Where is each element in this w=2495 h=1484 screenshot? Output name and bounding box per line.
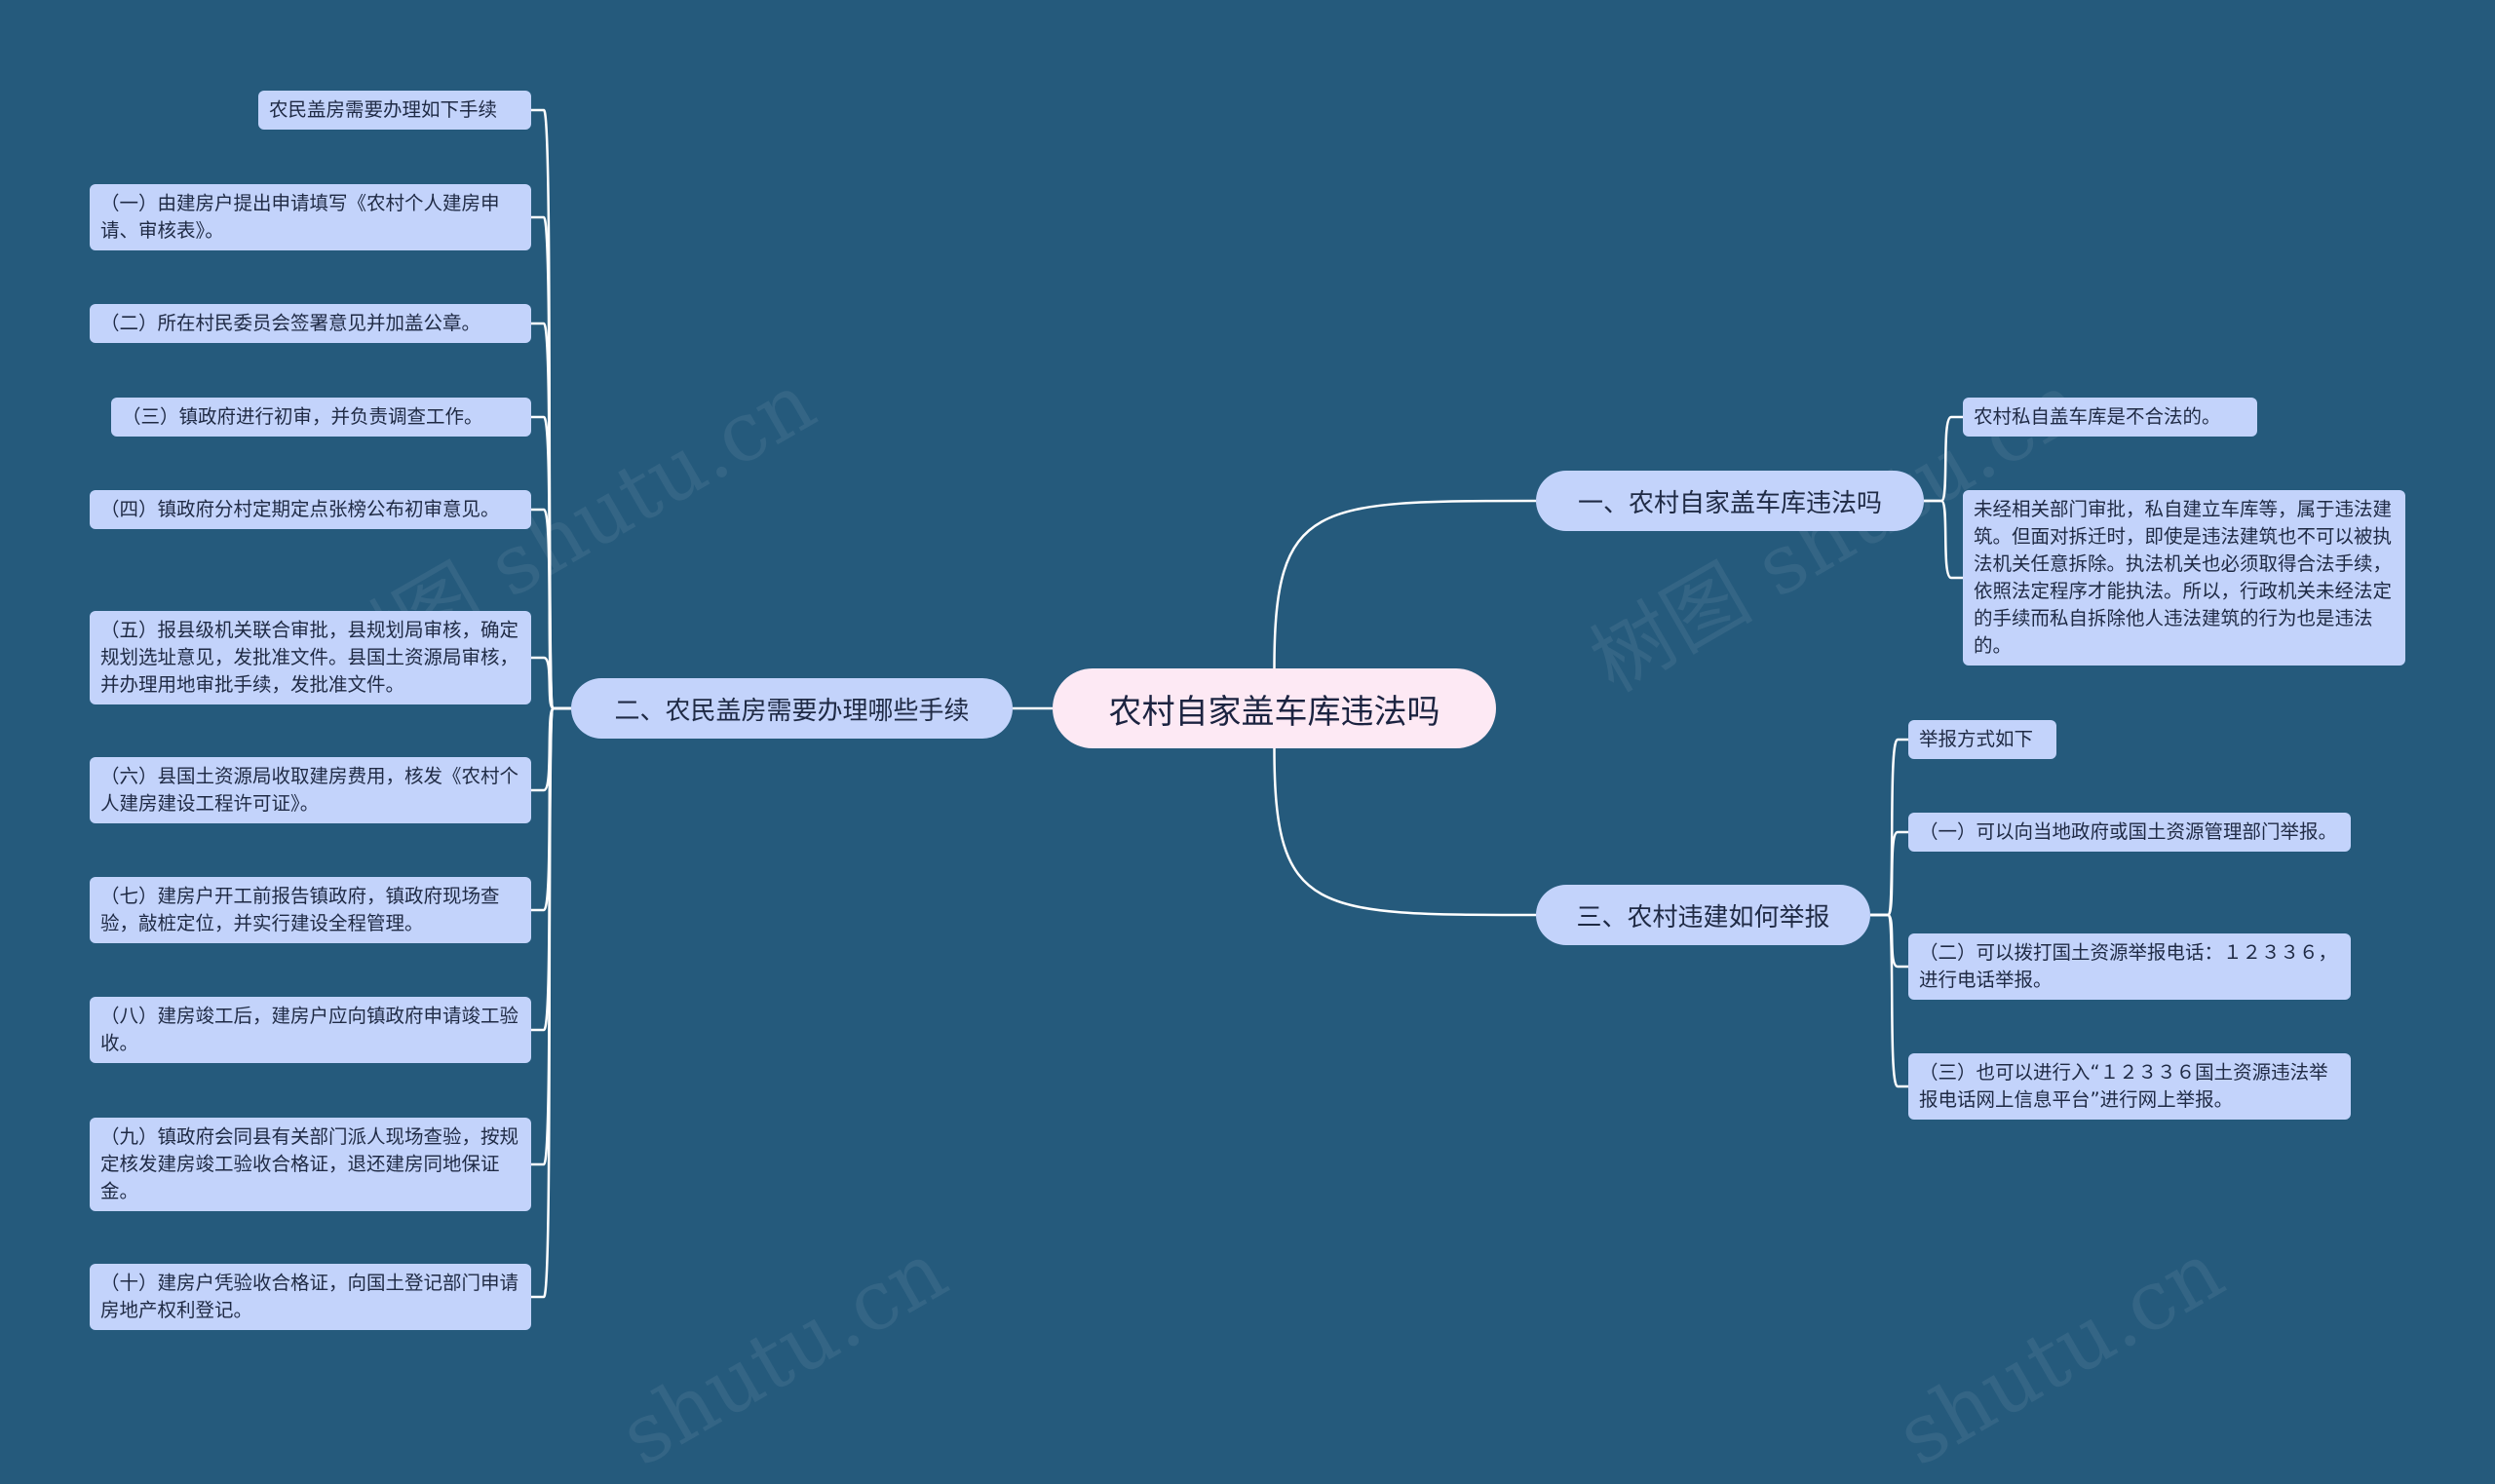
- branch-report[interactable]: 三、农村违建如何举报: [1536, 885, 1870, 945]
- leaf-procedures-2[interactable]: （二）所在村民委员会签署意见并加盖公章。: [90, 304, 531, 343]
- root-topic[interactable]: 农村自家盖车库违法吗: [1053, 668, 1496, 748]
- leaf-report-3[interactable]: （二）可以拨打国土资源举报电话：１２３３６，进行电话举报。: [1908, 933, 2351, 1000]
- branch-legality[interactable]: 一、农村自家盖车库违法吗: [1536, 471, 1924, 531]
- connector-root-branch-legality: [1273, 499, 1537, 669]
- leaf-procedures-1[interactable]: （一）由建房户提出申请填写《农村个人建房申请、审核表》。: [90, 184, 531, 250]
- connector-leaf-report-1: [1870, 738, 1908, 917]
- leaf-procedures-4[interactable]: （四）镇政府分村定期定点张榜公布初审意见。: [90, 490, 531, 529]
- connector-leaf-procedures-10: [531, 706, 571, 1299]
- leaf-procedures-3[interactable]: （三）镇政府进行初审，并负责调查工作。: [111, 398, 531, 437]
- leaf-procedures-10[interactable]: （十）建房户凭验收合格证，向国土登记部门申请房地产权利登记。: [90, 1264, 531, 1330]
- leaf-report-2[interactable]: （一）可以向当地政府或国土资源管理部门举报。: [1908, 813, 2351, 852]
- leaf-procedures-8[interactable]: （八）建房竣工后，建房户应向镇政府申请竣工验收。: [90, 997, 531, 1063]
- connector-root-branch-report: [1273, 747, 1537, 917]
- leaf-procedures-7[interactable]: （七）建房户开工前报告镇政府，镇政府现场查验，敲桩定位，并实行建设全程管理。: [90, 877, 531, 943]
- mind-map-canvas: 树图 shutu.cn 树图 shutu.cn shutu.cn shutu.c…: [90, 91, 2405, 1484]
- leaf-procedures-6[interactable]: （六）县国土资源局收取建房费用，核发《农村个人建房建设工程许可证》。: [90, 757, 531, 823]
- leaf-report-1[interactable]: 举报方式如下: [1908, 720, 2056, 759]
- leaf-legality-1[interactable]: 农村私自盖车库是不合法的。: [1963, 398, 2257, 437]
- leaf-legality-2[interactable]: 未经相关部门审批，私自建立车库等，属于违法建筑。但面对拆迁时，即使是违法建筑也不…: [1963, 490, 2405, 666]
- leaf-report-4[interactable]: （三）也可以进行入“１２３３６国土资源违法举报电话网上信息平台”进行网上举报。: [1908, 1053, 2351, 1120]
- connector-leaf-report-4: [1870, 913, 1908, 1088]
- leaf-procedures-9[interactable]: （九）镇政府会同县有关部门派人现场查验，按规定核发建房竣工验收合格证，退还建房同…: [90, 1118, 531, 1211]
- connector-lines: [531, 108, 1963, 1299]
- leaf-procedures-5[interactable]: （五）报县级机关联合审批，县规划局审核，确定规划选址意见，发批准文件。县国土资源…: [90, 611, 531, 704]
- connector-leaf-legality-2: [1924, 499, 1963, 580]
- branch-procedures[interactable]: 二、农民盖房需要办理哪些手续: [571, 678, 1013, 739]
- leaf-procedures-0[interactable]: 农民盖房需要办理如下手续: [258, 91, 531, 130]
- connector-leaf-report-2: [1870, 830, 1908, 917]
